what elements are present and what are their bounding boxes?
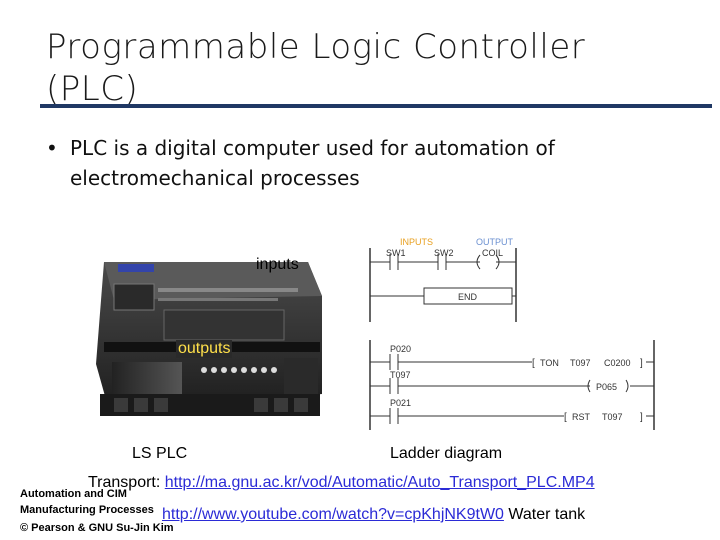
transport-prefix: Transport: (88, 474, 165, 491)
transport-video-link[interactable]: http://ma.gnu.ac.kr/vod/Automatic/Auto_T… (164, 474, 595, 491)
water-tank-line: http://www.youtube.com/watch?v=cpKhjNK9t… (162, 506, 585, 524)
ladder-c0200: C0200 (604, 358, 631, 368)
label-outputs: outputs (176, 340, 233, 358)
caption-ls-plc: LS PLC (132, 445, 188, 462)
ladder-ton: TON (540, 358, 559, 368)
ladder-sw2: SW2 (434, 248, 454, 258)
plc-device-image (96, 262, 322, 416)
ladder-p021: P021 (390, 398, 411, 408)
title-underline (40, 104, 712, 108)
bullet-dot: • (46, 136, 58, 160)
ladder-coil: COIL (482, 248, 503, 258)
ladder-end: END (458, 292, 478, 302)
footer-line-1: Automation and CIM (20, 488, 127, 500)
bullet-text: PLC is a digital computer used for autom… (70, 136, 555, 190)
ladder-t097-reset: T097 (602, 412, 623, 422)
ladder-header-output: OUTPUT (476, 237, 514, 247)
title-line-2: (PLC) (46, 69, 139, 109)
svg-text:]: ] (640, 412, 643, 423)
ladder-rst: RST (572, 412, 591, 422)
ladder-t097-timer: T097 (570, 358, 591, 368)
water-tank-suffix: Water tank (503, 506, 586, 523)
caption-ladder-diagram: Ladder diagram (390, 445, 503, 462)
label-inputs: inputs (256, 256, 299, 273)
footer-line-2: Manufacturing Processes (20, 504, 154, 516)
ladder-diagram: INPUTS OUTPUT SW1 SW2 COIL END P020 [ TO… (369, 237, 655, 430)
footer-copyright: © Pearson & GNU Su-Jin Kim (20, 522, 174, 534)
ladder-t097: T097 (390, 370, 411, 380)
water-tank-video-link[interactable]: http://www.youtube.com/watch?v=cpKhjNK9t… (162, 506, 504, 523)
ladder-header-inputs: INPUTS (400, 237, 433, 247)
svg-text:[: [ (532, 358, 535, 369)
title-line-1: Programmable Logic Controller (46, 27, 586, 67)
svg-text:[: [ (564, 412, 567, 423)
svg-text:]: ] (640, 358, 643, 369)
ladder-sw1: SW1 (386, 248, 406, 258)
ladder-p020: P020 (390, 344, 411, 354)
ladder-p065: P065 (596, 382, 617, 392)
slide-title: Programmable Logic Controller (PLC) (46, 26, 696, 110)
transport-line: Transport: http://ma.gnu.ac.kr/vod/Autom… (88, 474, 595, 492)
